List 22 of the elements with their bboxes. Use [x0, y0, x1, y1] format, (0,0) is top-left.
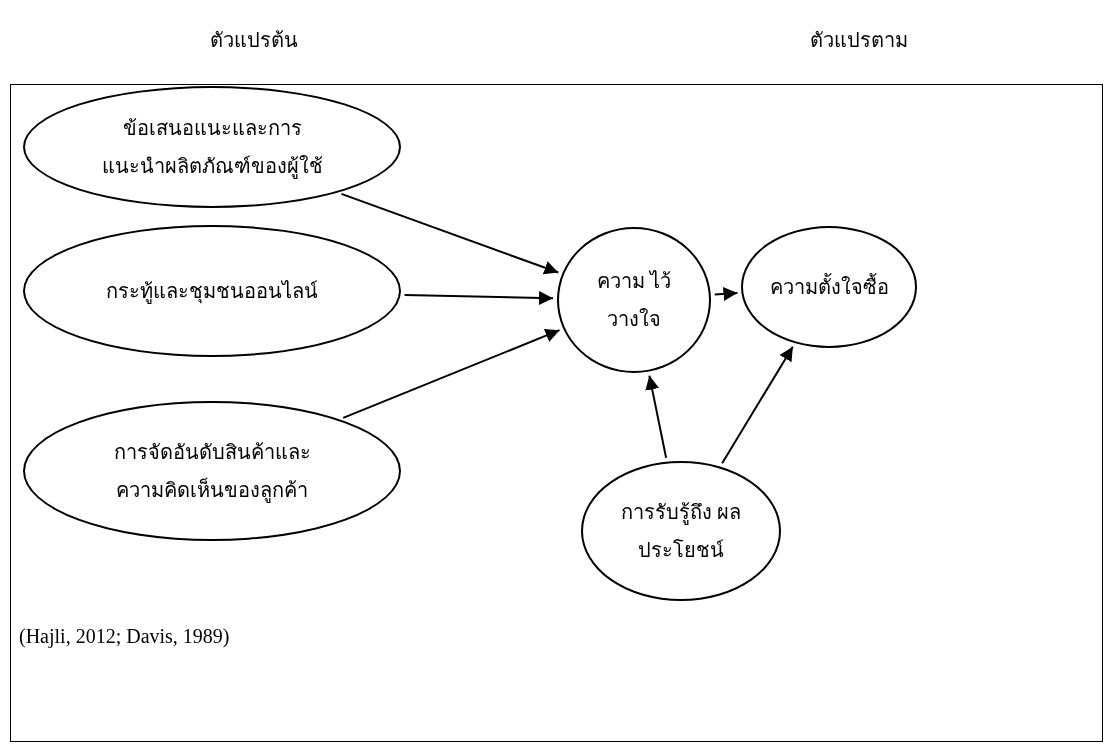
arrow [340, 192, 560, 275]
arrow [403, 291, 554, 305]
construct-label: ข้อเสนอแนะและการ แนะนำผลิตภัณฑ์ของผู้ใช้ [100, 116, 324, 181]
construct-ellipse [23, 86, 401, 208]
column-heading: ตัวแปรตาม [810, 28, 908, 53]
construct-label: การรับรู้ถึง ผลประโยชน์ [621, 500, 741, 563]
construct-label: กระทู้และชุมชนออนไลน์ [105, 279, 319, 306]
construct-label: การจัดอันดับสินค้าและ ความคิดเห็นของลูกค้า [112, 440, 312, 505]
construct-label: ความ ไว้วางใจ [596, 269, 672, 332]
construct-ellipse [741, 226, 917, 348]
construct-ellipse [23, 225, 401, 357]
construct-ellipse [23, 401, 401, 541]
diagram-frame [10, 84, 1103, 742]
construct-label: ความตั้งใจซื้อ [749, 268, 909, 306]
citation-text: (Hajli, 2012; Davis, 1989) [19, 625, 230, 648]
arrow [721, 345, 794, 465]
arrow [645, 374, 668, 459]
arrow [342, 328, 561, 419]
arrow [713, 287, 739, 301]
construct-ellipse [581, 461, 781, 601]
column-heading: ตัวแปรต้น [210, 28, 298, 53]
construct-ellipse [557, 227, 711, 373]
